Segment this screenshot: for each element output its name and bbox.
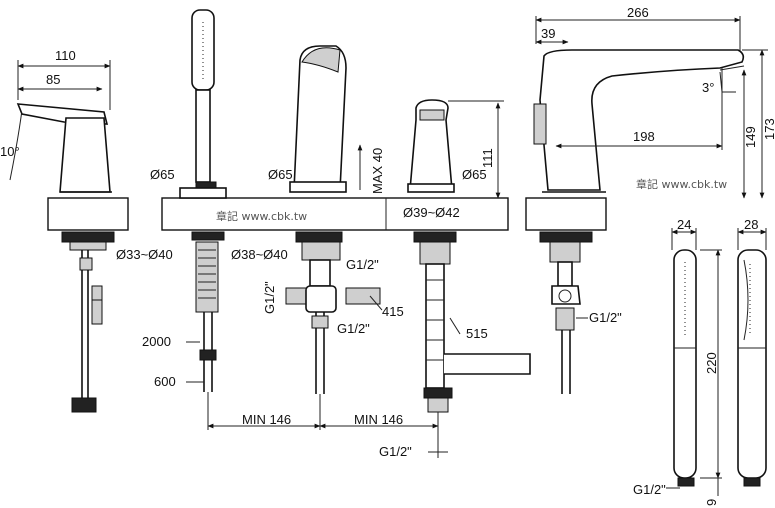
dim-220: 220 <box>704 352 719 374</box>
dim-39: 39 <box>541 26 555 41</box>
dim-g12-mid: G1/2" <box>337 321 370 336</box>
dim-2000: 2000 <box>142 334 171 349</box>
dim-85: 85 <box>46 72 60 87</box>
dim-415: 415 <box>382 304 404 319</box>
dim-max40: MAX 40 <box>370 148 385 194</box>
dim-110: 110 <box>55 48 76 63</box>
dim-111: 111 <box>480 148 495 168</box>
dim-d39-42: Ø39~Ø42 <box>403 205 460 220</box>
dim-3deg: 3° <box>702 80 714 95</box>
dim-266: 266 <box>627 5 649 20</box>
dim-d65-b: Ø65 <box>268 167 293 182</box>
dim-28: 28 <box>744 217 758 232</box>
view-lever-mixer <box>9 60 129 413</box>
dim-9: 9 <box>704 499 719 506</box>
dim-24: 24 <box>677 217 691 232</box>
view-handshower <box>666 228 767 496</box>
dim-600: 600 <box>154 374 176 389</box>
dim-10deg: 10° <box>0 144 20 159</box>
dim-g12-top: G1/2" <box>346 257 379 272</box>
dim-d33-40: Ø33~Ø40 <box>116 247 173 262</box>
dim-149: 149 <box>743 126 758 148</box>
dim-min146-a: MIN 146 <box>242 412 291 427</box>
watermark-center: 章記 www.cbk.tw <box>216 209 307 223</box>
view-deck-group <box>161 9 531 458</box>
dim-g12-side: G1/2" <box>262 281 277 314</box>
dimension-labels: 110 85 10° Ø65 Ø65 Ø65 MAX 40 111 266 39… <box>0 5 775 506</box>
view-spout-side <box>525 16 768 394</box>
dim-g12-bottom: G1/2" <box>379 444 412 459</box>
dim-g12-handshower: G1/2" <box>633 482 666 497</box>
dim-d65-c: Ø65 <box>462 167 487 182</box>
dim-d38-40: Ø38~Ø40 <box>231 247 288 262</box>
dim-min146-b: MIN 146 <box>354 412 403 427</box>
watermark-right: 章記 www.cbk.tw <box>636 177 727 191</box>
dim-g12-right: G1/2" <box>589 310 622 325</box>
dim-515: 515 <box>466 326 488 341</box>
dim-198: 198 <box>633 129 655 144</box>
dim-173: 173 <box>762 118 775 140</box>
dim-d65-a: Ø65 <box>150 167 175 182</box>
